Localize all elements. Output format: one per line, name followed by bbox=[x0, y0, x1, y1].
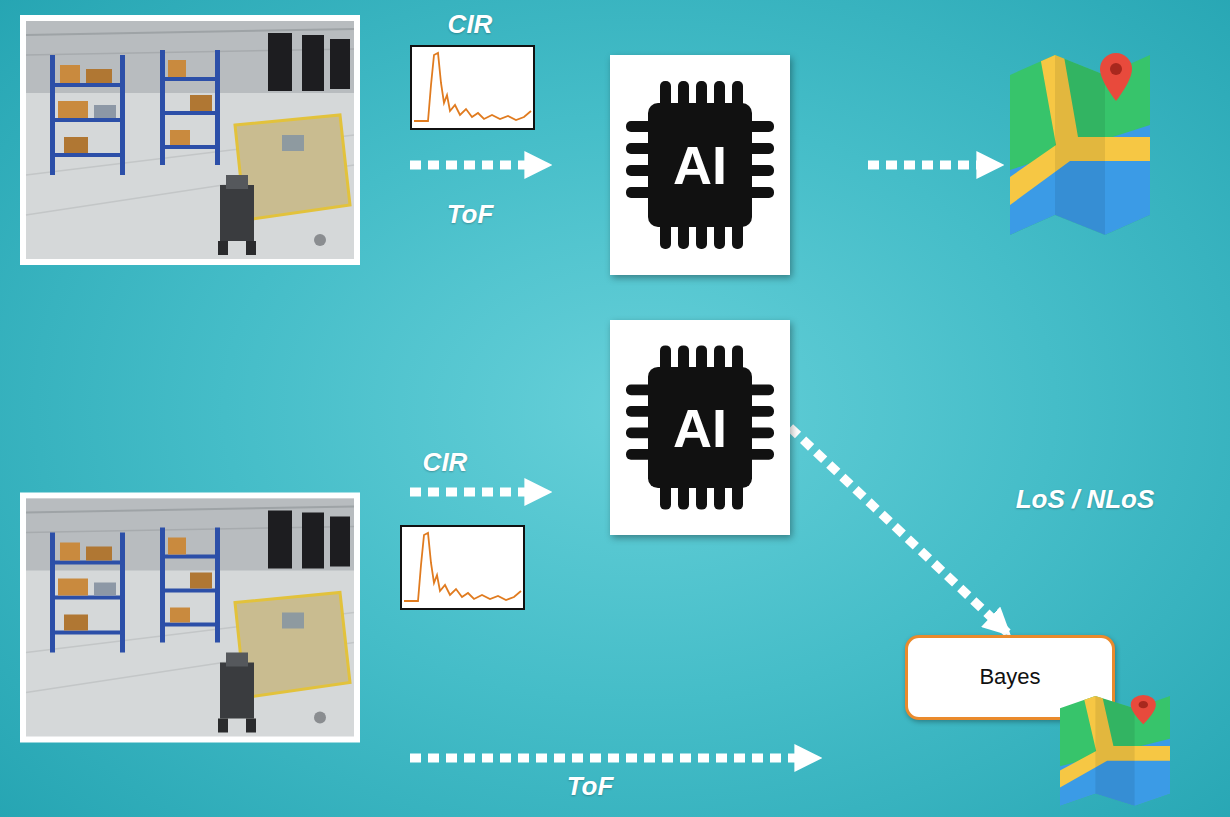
signal-label: CIR bbox=[423, 448, 468, 478]
dotted-arrow bbox=[410, 161, 530, 170]
dotted-arrow bbox=[868, 161, 982, 170]
cir-plot bbox=[411, 46, 534, 129]
ai-chip: AI bbox=[610, 320, 790, 535]
dotted-arrow bbox=[410, 488, 530, 497]
warehouse-photo bbox=[20, 493, 360, 743]
signal-label: ToF bbox=[447, 200, 494, 230]
bayes-box: Bayes bbox=[905, 635, 1115, 720]
ai-chip: AI bbox=[610, 55, 790, 275]
box-label: Bayes bbox=[979, 665, 1040, 689]
signal-label: ToF bbox=[567, 772, 614, 802]
warehouse-photo bbox=[20, 15, 360, 265]
chip-label: AI bbox=[673, 401, 727, 455]
cir-plot bbox=[401, 526, 524, 609]
map-icon bbox=[1010, 45, 1150, 245]
dotted-connector bbox=[790, 428, 1010, 636]
edge-label: LoS / NLoS bbox=[1016, 485, 1155, 515]
chip-label: AI bbox=[673, 138, 727, 192]
signal-label: CIR bbox=[448, 10, 493, 40]
dotted-arrow bbox=[410, 754, 800, 763]
map-icon bbox=[1060, 690, 1170, 812]
